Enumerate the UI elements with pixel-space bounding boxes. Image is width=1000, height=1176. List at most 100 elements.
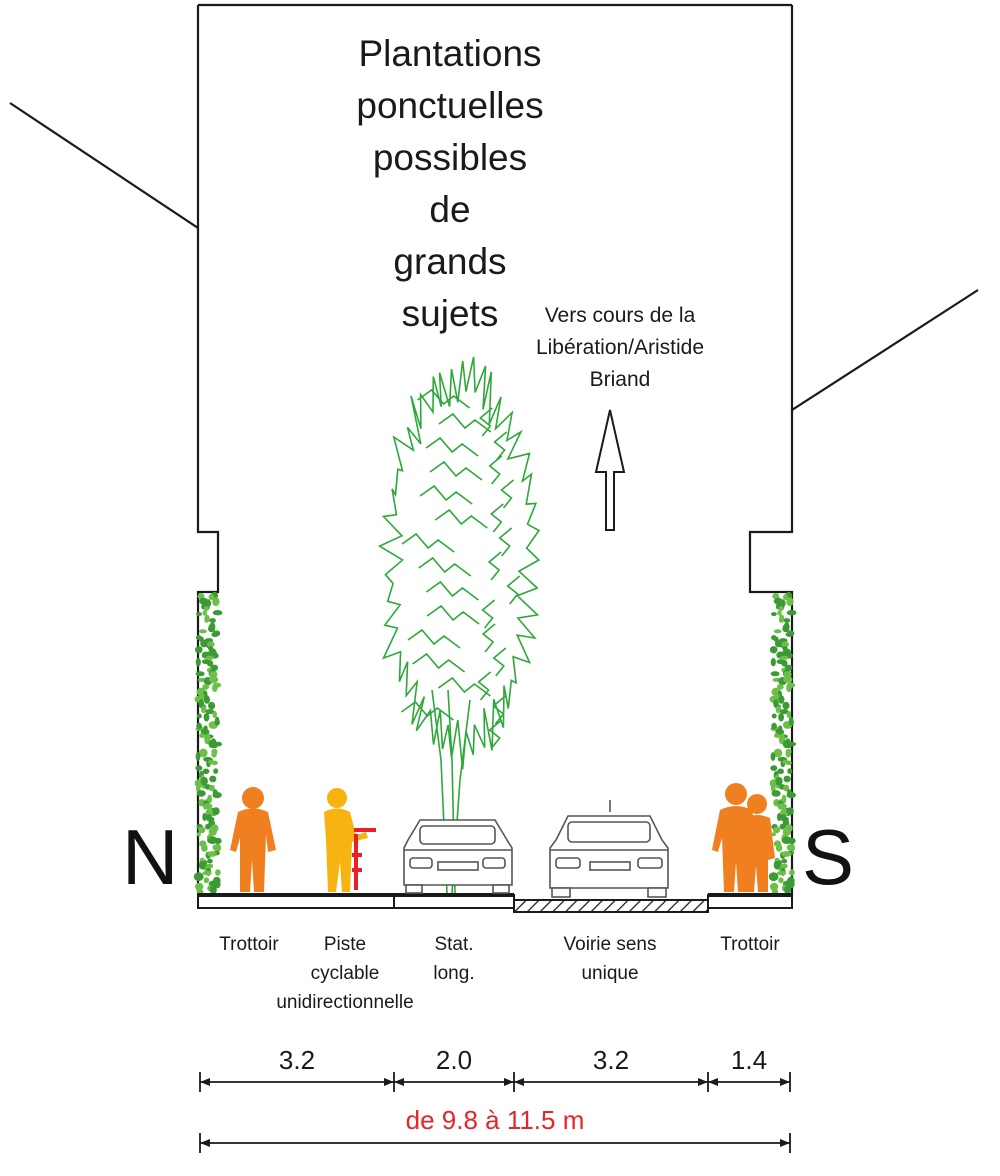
hedge-leaf [782, 863, 788, 869]
hedge-leaf [200, 776, 208, 786]
planting-title: Plantations ponctuelles possibles de gra… [290, 28, 610, 340]
hedge-leaf [199, 857, 205, 863]
hedge-leaf [207, 851, 217, 857]
hedge-leaf [203, 695, 210, 704]
hedge-leaf [779, 709, 789, 715]
hedge-leaf [778, 606, 784, 612]
hedge-leaf [209, 618, 216, 623]
hedge-leaf [783, 671, 792, 678]
hedge-leaf [779, 655, 789, 660]
hedge-leaf [196, 722, 202, 730]
dimension-value: 1.4 [730, 1045, 768, 1075]
hedge-leaf [197, 593, 205, 600]
hedge-leaf [775, 705, 781, 714]
hedge-leaf [783, 775, 791, 783]
zone-line: Trottoir [219, 934, 279, 955]
hedge-leaf [207, 646, 214, 651]
hedge-leaf [201, 705, 207, 714]
hedge-leaf [209, 885, 217, 895]
hedge-leaf [781, 858, 788, 864]
hedge-leaf [195, 882, 204, 891]
hedge-leaf [209, 775, 217, 783]
hedge-leaf [786, 710, 792, 719]
hedge-leaf [212, 710, 217, 719]
hedge-leaf [786, 684, 792, 692]
parked-car-icon [403, 819, 513, 894]
total-width-label: de 9.8 à 11.5 m [405, 1105, 585, 1135]
hedge-leaf [201, 844, 208, 852]
hedge-leaf [781, 794, 787, 804]
hedge-leaf [208, 740, 216, 749]
hedge-leaf [771, 832, 776, 837]
hedge-leaf [205, 709, 215, 715]
hedge-leaf [207, 858, 213, 864]
hedge-leaf [786, 610, 797, 616]
hedge-leaf [212, 807, 220, 815]
hedge-leaf [206, 814, 212, 822]
direction-line: Libération/Aristide [535, 336, 705, 359]
title-line: grands [393, 241, 507, 282]
pedestrian-icon [230, 787, 276, 892]
compass-north: N [122, 813, 179, 901]
moving-car-icon [549, 800, 669, 898]
hedge-leaf [213, 768, 219, 774]
hedge-leaf [205, 823, 211, 830]
dimension-value: 3.2 [278, 1045, 316, 1075]
compass-south: S [802, 813, 855, 901]
hedge-leaf [196, 790, 206, 797]
hedge-leaf [789, 869, 795, 876]
hedge-leaf [771, 722, 777, 730]
zone-line: Piste [323, 934, 367, 955]
hedge-leaf [195, 658, 201, 667]
dimension-lines [199, 1072, 791, 1153]
zone-line: unique [581, 963, 639, 984]
hedge-leaf [787, 630, 795, 637]
hedge-leaf [212, 630, 221, 637]
hedge-leaf [208, 594, 214, 601]
title-line: de [429, 189, 471, 230]
direction-label: Vers cours de la Libération/Aristide Bri… [495, 300, 745, 396]
direction-line: Vers cours de la [544, 304, 696, 327]
hedge-leaf [768, 872, 779, 882]
hedge-leaf [784, 885, 792, 895]
hedge-leaf [199, 748, 208, 758]
hedge-leaf [782, 646, 788, 651]
hedge-leaf [215, 869, 221, 876]
left-hedge [193, 591, 223, 895]
hedge-leaf [193, 872, 204, 882]
hedge-leaf [769, 646, 778, 654]
hedge-leaf [195, 646, 203, 654]
hedge-leaf [773, 699, 779, 708]
hedge-leaf [212, 792, 222, 799]
street-profile [197, 894, 793, 913]
hedge-leaf [203, 877, 210, 884]
hedge-leaf [195, 671, 205, 677]
hedge-leaf [778, 877, 784, 884]
hedge-leaf [788, 880, 795, 889]
hedge-leaf [771, 790, 781, 797]
title-line: Plantations [358, 33, 542, 74]
hedge-leaf [771, 713, 777, 719]
hedge-leaf [196, 832, 201, 837]
hedge-leaf [777, 768, 784, 775]
hedge-leaf [210, 824, 219, 833]
hedge-leaf [771, 612, 777, 617]
hedge-leaf [770, 671, 780, 677]
hedge-leaf [202, 768, 210, 775]
hedge-leaf [203, 712, 210, 722]
roadway-slab [513, 899, 709, 913]
title-line: sujets [401, 293, 499, 334]
right-hedge [768, 591, 797, 895]
hedge-leaf [782, 624, 789, 629]
hedge-leaf [213, 837, 222, 845]
zone-label-parking: Stat. long. [404, 930, 504, 988]
hedge-leaf [202, 610, 208, 616]
hedge-leaf [770, 658, 776, 667]
hedge-leaf [776, 870, 787, 876]
hedge-leaf [770, 765, 778, 771]
hedge-leaf [781, 851, 792, 857]
dimension-value: 2.0 [435, 1045, 473, 1075]
hedge-leaf [202, 803, 213, 810]
hedge-leaf [775, 776, 783, 786]
hedge-leaf [773, 748, 783, 758]
